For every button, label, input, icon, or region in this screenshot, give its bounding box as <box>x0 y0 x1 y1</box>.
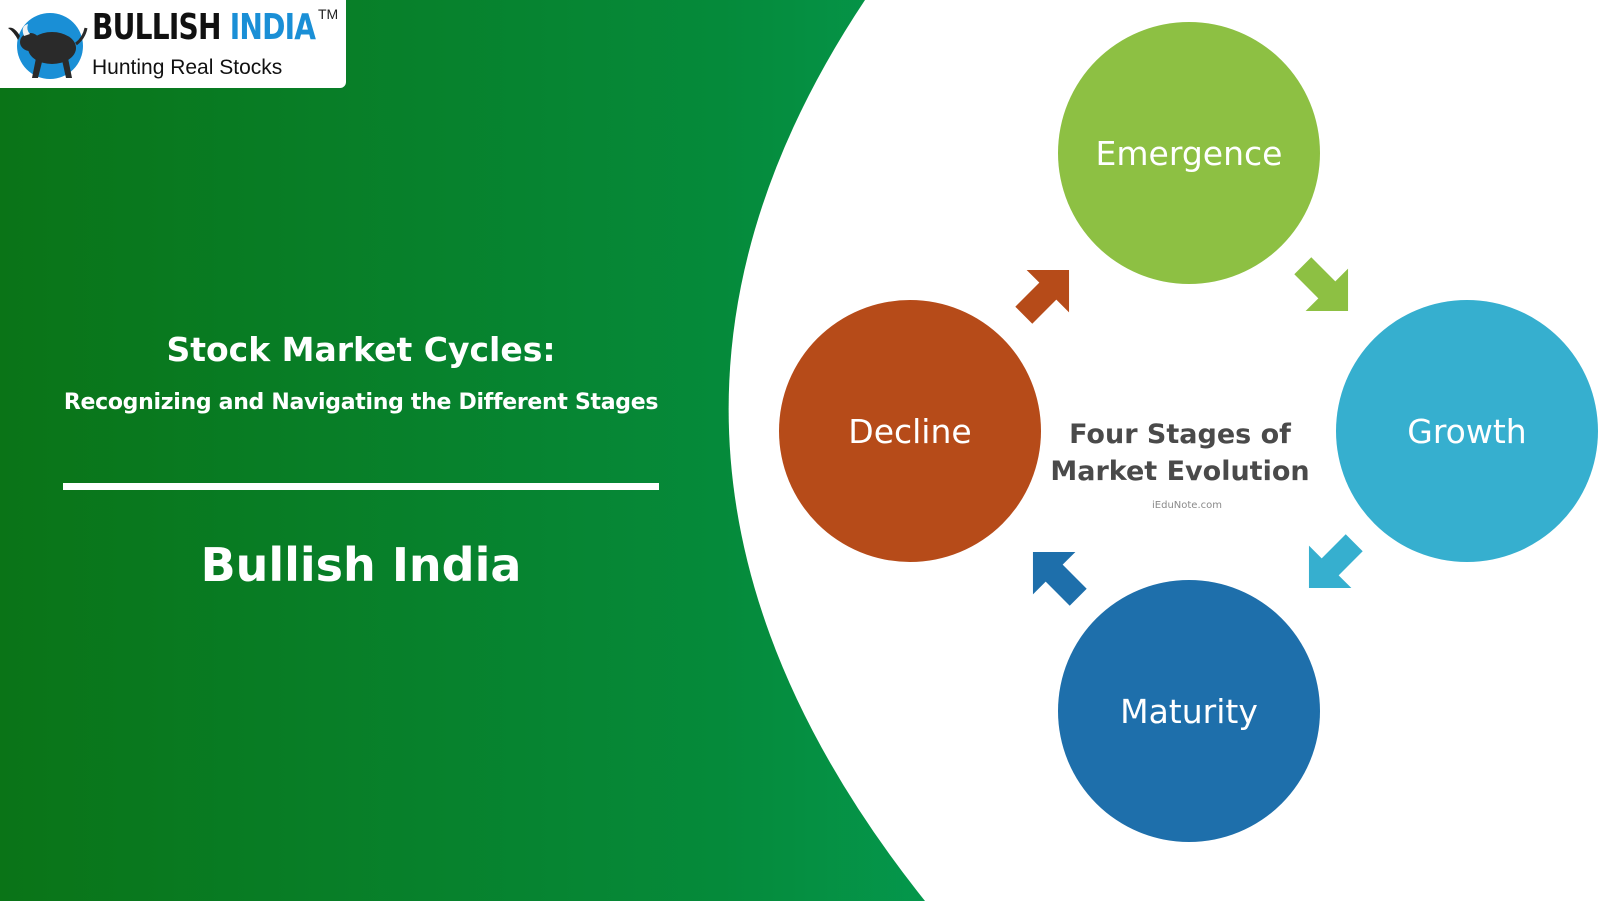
diagram-source: iEduNote.com <box>1152 500 1222 511</box>
brand-name: Bullish India <box>200 538 522 592</box>
logo-tagline: Hunting Real Stocks <box>92 56 283 79</box>
bull-logo-icon <box>8 13 88 79</box>
trademark-mark: TM <box>318 6 339 22</box>
logo[interactable]: BULLISH INDIA TM Hunting Real Stocks <box>0 0 346 88</box>
diagram-center-title-line2: Market Evolution <box>1050 456 1309 487</box>
logo-word-1: BULLISH <box>92 7 221 48</box>
stage-label-emergence: Emergence <box>1096 134 1283 173</box>
stage-circle-growth <box>1336 300 1598 562</box>
logo-word-2: INDIA <box>229 7 316 48</box>
divider <box>63 483 659 490</box>
stage-circle-maturity <box>1058 580 1320 842</box>
logo-brand-name: BULLISH INDIA <box>92 7 316 48</box>
arrow-maturity-to-decline-icon <box>1032 551 1087 606</box>
stage-label-decline: Decline <box>848 412 971 451</box>
stage-label-maturity: Maturity <box>1120 692 1258 731</box>
headline-panel: Stock Market Cycles: Recognizing and Nav… <box>0 0 722 901</box>
arrow-emergence-to-growth-icon <box>1294 257 1349 312</box>
page-title: Stock Market Cycles: <box>166 330 556 369</box>
arrow-decline-to-emergence-icon <box>1015 269 1070 324</box>
arrow-growth-to-maturity-icon <box>1308 534 1363 589</box>
diagram-center-title-line1: Four Stages of <box>1069 419 1291 450</box>
page-subtitle: Recognizing and Navigating the Different… <box>63 390 659 415</box>
stage-circle-decline <box>779 300 1041 562</box>
stage-label-growth: Growth <box>1407 412 1526 451</box>
stage-circle-emergence <box>1058 22 1320 284</box>
